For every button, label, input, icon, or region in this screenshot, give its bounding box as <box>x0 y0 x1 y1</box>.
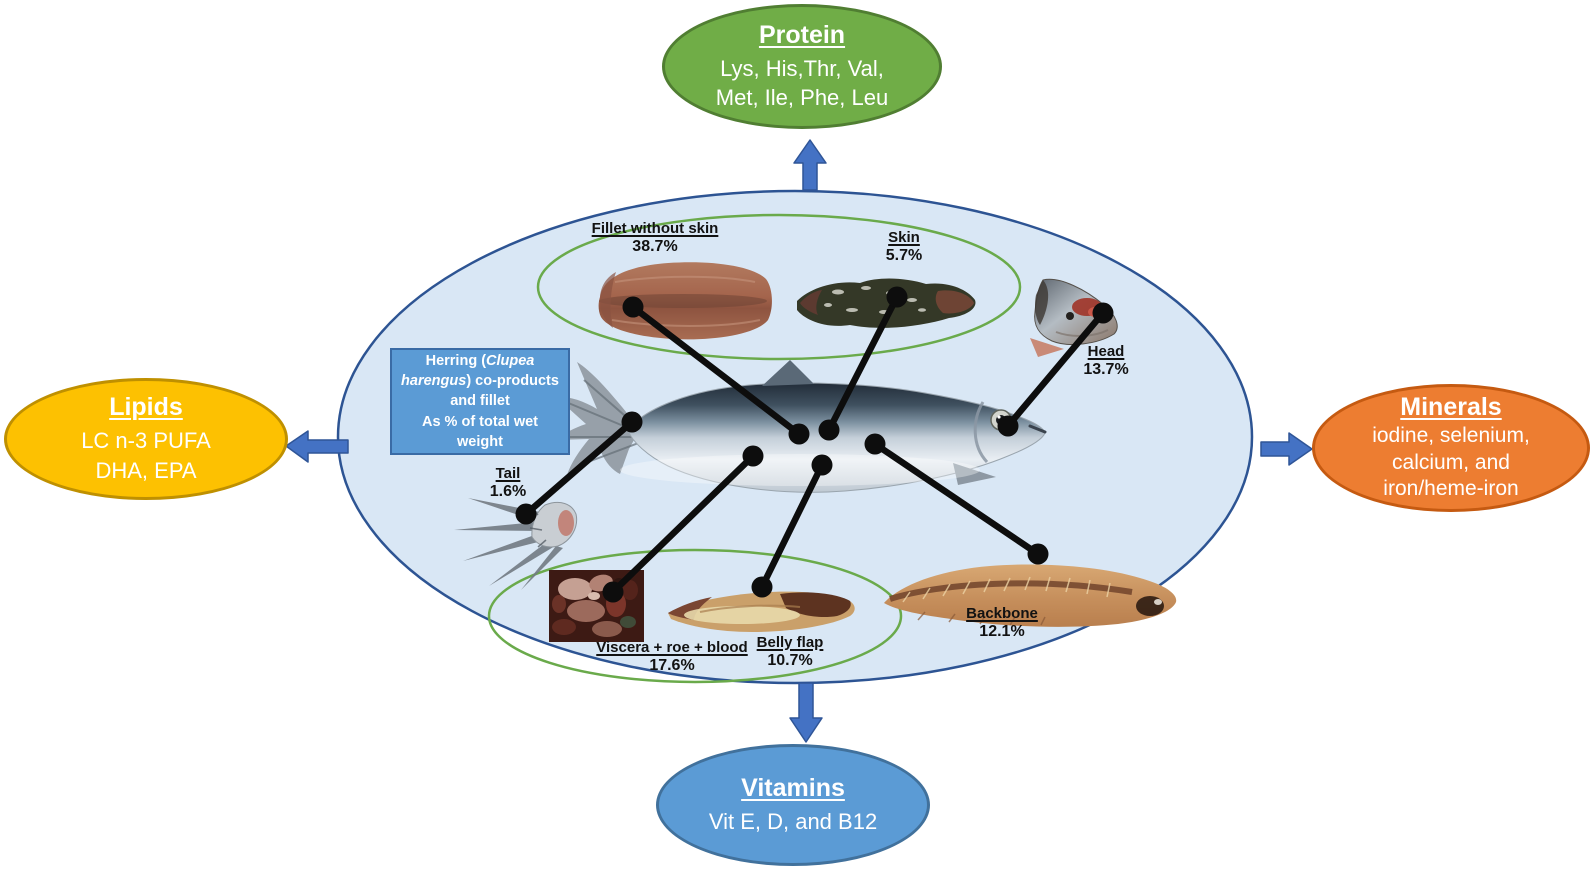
fillet-percent: 38.7% <box>632 238 678 255</box>
arrow-to-vitamins-icon <box>789 682 823 743</box>
minerals-node: Minerals iodine, selenium, calcium, and … <box>1312 384 1590 512</box>
minerals-line: iron/heme-iron <box>1383 477 1519 501</box>
protein-title: Protein <box>758 20 846 49</box>
connector-fillet <box>629 303 803 438</box>
connector-belly <box>758 461 826 591</box>
lipids-line: LC n-3 PUFA <box>81 428 211 454</box>
connector-viscera <box>609 452 757 596</box>
viscera-image <box>549 570 644 642</box>
lipids-line: DHA, EPA <box>95 457 197 483</box>
fillet-skin-group-ring <box>536 213 1022 361</box>
connector-lines <box>522 293 1107 596</box>
connector-tail <box>522 418 636 518</box>
arrow-to-protein-icon <box>793 139 827 191</box>
protein-node: Protein Lys, His,Thr, Val, Met, Ile, Phe… <box>662 4 942 129</box>
caption-line2: As % of total wet weight <box>421 413 538 450</box>
tail-percent: 1.6% <box>489 483 527 500</box>
viscera-label: Viscera + roe + blood 17.6% <box>596 639 747 675</box>
belly-flap-percent: 10.7% <box>767 652 813 669</box>
fillet-image <box>598 262 772 340</box>
fillet-label: Fillet without skin 38.7% <box>592 220 719 256</box>
head-name: Head <box>1087 343 1125 360</box>
backbone-image <box>884 564 1177 627</box>
protein-line: Met, Ile, Phe, Leu <box>715 85 889 110</box>
connector-dots <box>515 286 1114 603</box>
backbone-label: Backbone 12.1% <box>966 605 1038 641</box>
belly-flap-image <box>668 591 855 632</box>
belly-flap-label: Belly flap 10.7% <box>757 634 824 670</box>
viscera-belly-group-ring <box>487 548 903 684</box>
caption-box: Herring (Clupea harengus) co-products an… <box>390 348 570 455</box>
head-percent: 13.7% <box>1083 361 1129 378</box>
skin-name: Skin <box>888 229 920 246</box>
backbone-percent: 12.1% <box>979 623 1025 640</box>
minerals-line: iodine, selenium, <box>1372 424 1530 448</box>
caption-suffix: ) co-products and fillet <box>450 373 559 410</box>
vitamins-node: Vitamins Vit E, D, and B12 <box>656 744 930 866</box>
fillet-name: Fillet without skin <box>591 220 719 237</box>
minerals-line: calcium, and <box>1392 450 1510 474</box>
tail-name: Tail <box>495 465 521 482</box>
arrow-to-minerals-icon <box>1260 432 1313 466</box>
minerals-title: Minerals <box>1400 393 1502 422</box>
skin-label: Skin 5.7% <box>886 229 922 265</box>
belly-flap-name: Belly flap <box>756 634 824 651</box>
lipids-title: Lipids <box>109 393 183 422</box>
connector-backbone <box>871 440 1042 558</box>
caption-prefix: Herring ( <box>425 352 487 369</box>
vitamins-title: Vitamins <box>741 773 845 802</box>
caption-species-italic: Clupea harengus <box>401 352 535 390</box>
viscera-percent: 17.6% <box>649 657 695 674</box>
head-label: Head 13.7% <box>1083 343 1128 379</box>
protein-line: Lys, His,Thr, Val, <box>720 55 884 81</box>
caption-text: Herring (Clupea harengus) co-products an… <box>398 351 562 452</box>
head-image <box>1030 278 1118 357</box>
connector-head <box>1004 309 1107 430</box>
vitamins-line: Vit E, D, and B12 <box>708 808 878 834</box>
connector-skin <box>825 293 901 434</box>
herring-fish-image <box>556 360 1047 493</box>
tail-label: Tail 1.6% <box>490 465 526 501</box>
backbone-name: Backbone <box>966 605 1038 622</box>
arrow-to-lipids-icon <box>285 430 349 463</box>
viscera-name: Viscera + roe + blood <box>596 639 748 656</box>
lipids-node: Lipids LC n-3 PUFA DHA, EPA <box>4 378 288 500</box>
skin-percent: 5.7% <box>885 247 923 264</box>
